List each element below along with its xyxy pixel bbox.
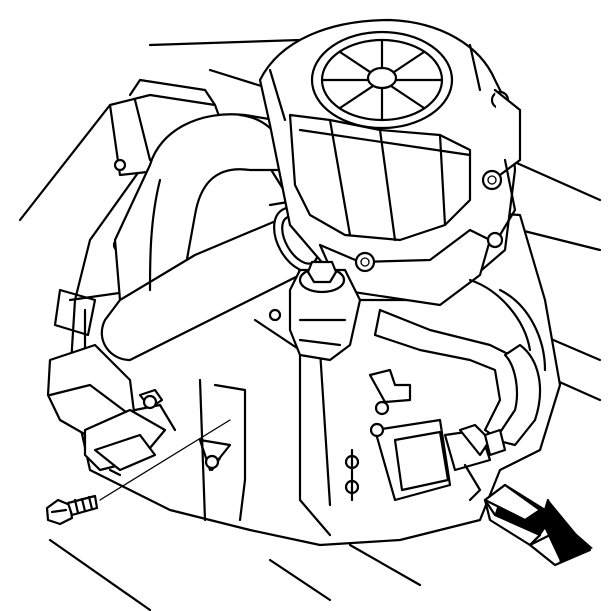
center-bolt-boss [288,260,362,362]
direction-arrow-icon [483,483,593,567]
lower-left-solenoid [46,343,220,477]
retaining-bolt [45,419,231,526]
electrical-connector [344,368,507,502]
outlet-hose [373,278,547,447]
air-pump-assembly [258,18,522,307]
